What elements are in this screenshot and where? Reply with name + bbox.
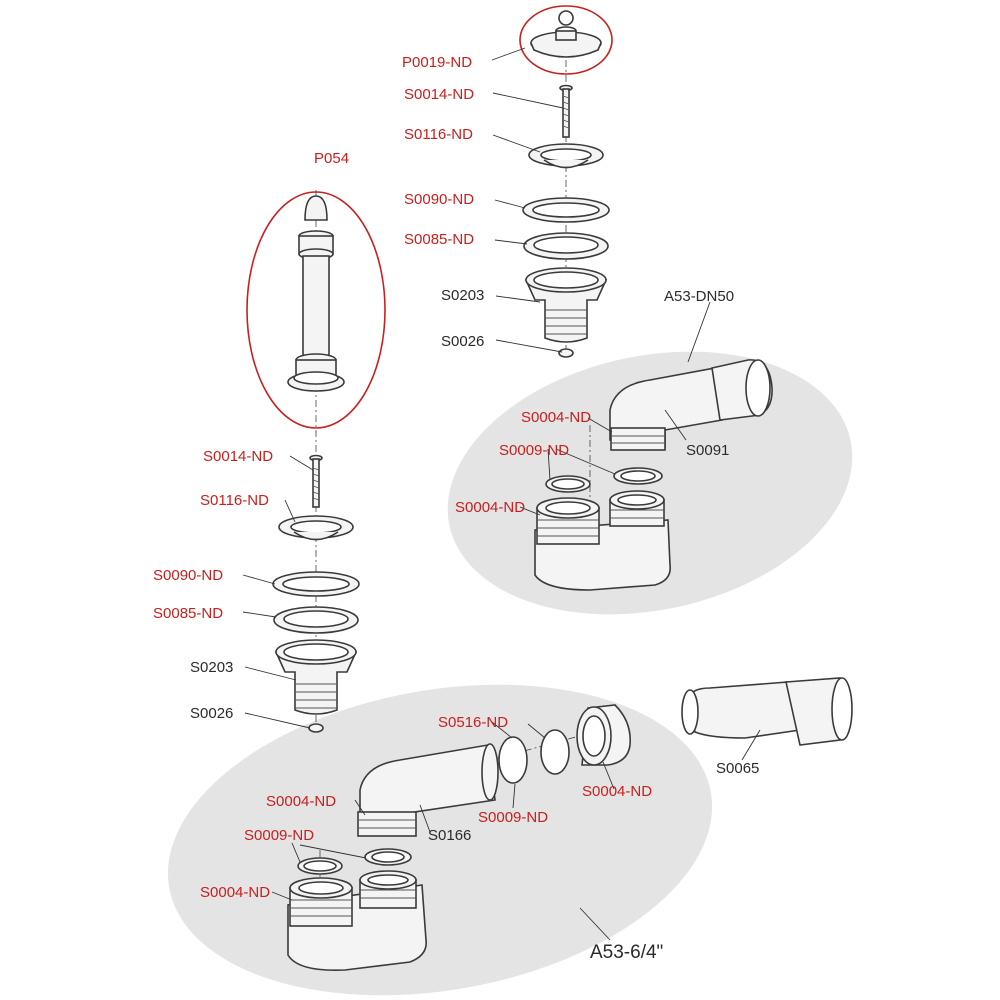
gasket-s0090-left [272,571,360,597]
screw-s0014-left [309,454,323,508]
label-s0085-nd-top: S0085-ND [404,231,474,248]
grate-s0116-top [528,143,604,169]
gasket-s0085-left [273,606,359,634]
label-s0116-nd-top: S0116-ND [404,126,473,143]
label-a53-dn50: A53-DN50 [664,288,734,305]
ring-s0516 [498,736,528,784]
elbow-pipe-s0166 [357,743,499,837]
label-s0065: S0065 [716,760,759,777]
stopper-rod-p054 [287,195,345,392]
label-s0004-nd-upper-b: S0004-ND [455,499,525,516]
label-p054: P054 [314,150,349,167]
screw-s0026-top [558,348,574,358]
label-s0085-nd-left: S0085-ND [153,605,223,622]
plug-stopper-p0019 [530,10,602,58]
label-s0116-nd-left: S0116-ND [200,492,269,509]
drain-body-s0203-top [524,267,608,343]
label-s0004-nd-lower-right: S0004-ND [582,783,652,800]
screw-s0014-top [559,84,573,138]
label-s0090-nd-top: S0090-ND [404,191,474,208]
elbow-pipe-s0091 [609,359,773,451]
label-s0009-nd-lower-left: S0009-ND [244,827,314,844]
label-s0004-nd-lower-b: S0004-ND [200,884,270,901]
ring-s0009-lower-left [297,857,343,875]
grate-s0116-left [278,515,354,541]
label-s0009-nd-upper: S0009-ND [499,442,569,459]
label-s0090-nd-left: S0090-ND [153,567,223,584]
highlight-oval-p0019 [519,5,613,75]
label-a53-6-4: A53-6/4" [590,942,663,963]
label-s0009-nd-lower-mid: S0009-ND [478,809,548,826]
label-s0203-left: S0203 [190,659,233,676]
siphon-body-a53-64 [287,870,427,972]
label-s0026-left: S0026 [190,705,233,722]
label-s0203-top: S0203 [441,287,484,304]
gasket-s0085-top [523,232,609,260]
screw-s0026-left [308,723,324,733]
label-s0091: S0091 [686,442,729,459]
label-s0014-nd-top: S0014-ND [404,86,474,103]
label-s0516-nd: S0516-ND [438,714,508,731]
drain-body-s0203-left [274,639,358,715]
ring-s0009-lower-right [540,729,570,775]
ring-s0009-upper-right [613,467,663,485]
ring-s0009-upper-left [545,475,591,493]
nut-s0004-lower-right [576,704,632,766]
label-s0026-top: S0026 [441,333,484,350]
label-s0166: S0166 [428,827,471,844]
label-s0004-nd-lower-a: S0004-ND [266,793,336,810]
gasket-s0090-top [522,197,610,223]
label-p0019-nd: P0019-ND [402,54,472,71]
leader-lines [242,47,761,941]
ring-s0009-lower-mid [364,848,412,866]
label-s0014-nd-left: S0014-ND [203,448,273,465]
elbow-pipe-s0065 [681,677,853,746]
siphon-body-a53-dn50 [534,490,672,591]
label-s0004-nd-upper-a: S0004-ND [521,409,591,426]
